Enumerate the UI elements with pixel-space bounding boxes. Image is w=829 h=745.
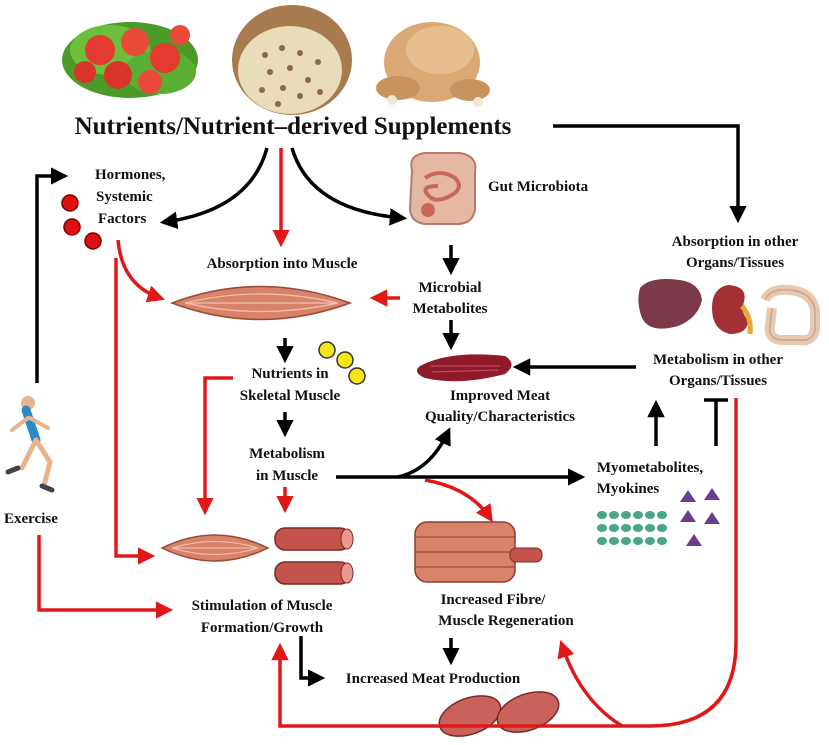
microbial-metabolites-label-line1: Microbial: [418, 280, 481, 296]
nutrient-dots: [318, 341, 366, 385]
increased-production-label: Increased Meat Production: [346, 671, 521, 687]
runner-icon: [5, 396, 55, 493]
hormone-dots: [61, 194, 102, 250]
roast-chicken-icon: [376, 22, 490, 107]
intestine-icon: [408, 152, 477, 226]
myokine-triangle-icon: [680, 488, 720, 546]
meat-icon: [416, 354, 512, 382]
nutrients-in-muscle-label-line2: Skeletal Muscle: [240, 388, 341, 404]
metabolism-other-label-line1: Metabolism in other: [653, 352, 783, 368]
muscle-growth-icon: [160, 527, 354, 585]
hormones-label-line3: Factors: [98, 211, 146, 227]
absorption-muscle-label: Absorption into Muscle: [207, 256, 358, 272]
absorption-other-label-line1: Absorption in other: [672, 234, 799, 250]
gut-microbiota-label: Gut Microbiota: [488, 179, 589, 195]
myometabolite-chain-icon: [597, 511, 667, 545]
improved-meat-label-line1: Improved Meat: [450, 388, 550, 404]
increased-fibre-label-line2: Muscle Regeneration: [438, 613, 574, 629]
hormones-label-line2: Systemic: [96, 189, 153, 205]
metabolism-other-label-line2: Organs/Tissues: [669, 373, 767, 389]
hormones-label-line1: Hormones,: [95, 167, 166, 183]
metabolism-muscle-label-line2: in Muscle: [256, 468, 318, 484]
exercise-label: Exercise: [4, 511, 58, 527]
black-arrows: [35, 124, 747, 687]
liver-icon: [638, 279, 702, 329]
metabolism-muscle-label-line1: Metabolism: [249, 446, 325, 462]
red-arrows: [37, 148, 738, 728]
stimulation-label-line2: Formation/Growth: [201, 620, 324, 636]
kidney-icon: [712, 285, 753, 335]
stimulation-label-line1: Stimulation of Muscle: [192, 598, 333, 614]
muscle-icon: [169, 285, 353, 321]
increased-fibre-label-line1: Increased Fibre/: [441, 592, 547, 608]
absorption-other-label-line2: Organs/Tissues: [686, 255, 784, 271]
colon-icon: [760, 284, 820, 346]
diagram-title: Nutrients/Nutrient–derived Supplements: [75, 113, 512, 140]
myometabolites-label-line1: Myometabolites,: [597, 460, 703, 476]
meat-slices-icon: [438, 691, 560, 737]
salad-icon: [62, 22, 198, 98]
muscle-fibre-icon: [414, 521, 543, 583]
myometabolites-label-line2: Myokines: [597, 481, 660, 497]
microbial-metabolites-label-line2: Metabolites: [413, 301, 488, 317]
improved-meat-label-line2: Quality/Characteristics: [425, 409, 575, 425]
bread-icon: [232, 5, 352, 115]
nutrients-in-muscle-label-line1: Nutrients in: [251, 366, 329, 382]
